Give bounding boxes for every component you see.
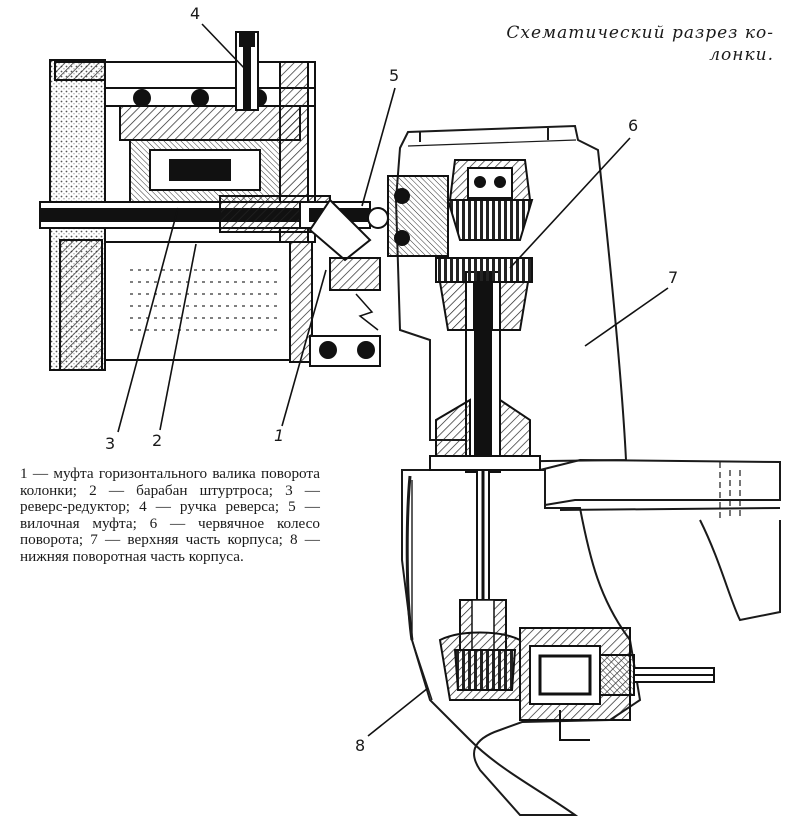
lower-gearbox [438, 627, 715, 741]
callout-1: 1 [274, 426, 285, 445]
callout-7: 7 [668, 268, 679, 287]
callout-4: 4 [190, 4, 201, 23]
callout-5: 5 [389, 66, 400, 85]
transom-bracket [539, 458, 781, 622]
callout-8: 8 [355, 736, 366, 755]
title-line-2: лонки. [709, 45, 774, 65]
worm-wheel [435, 257, 533, 331]
horizontal-shaft [39, 195, 371, 233]
steering-drum [104, 241, 313, 363]
middle-bearing [429, 398, 541, 471]
callout-6: 6 [628, 116, 639, 135]
vertical-drive-shaft [459, 271, 507, 651]
horizontal-coupling [309, 335, 381, 367]
fork-clutch [308, 175, 449, 331]
figure-caption: 1 — муфта горизонтального валика поворот… [20, 465, 320, 565]
callout-2: 2 [152, 431, 163, 450]
upper-bevel-gear [446, 159, 534, 241]
leader-lines [117, 23, 669, 737]
figure-title: Схематический разрез ко- лонки. [474, 22, 774, 66]
reverse-handle [235, 31, 259, 111]
callout-3: 3 [105, 434, 116, 453]
title-line-1: Схематический разрез ко- [506, 23, 774, 43]
